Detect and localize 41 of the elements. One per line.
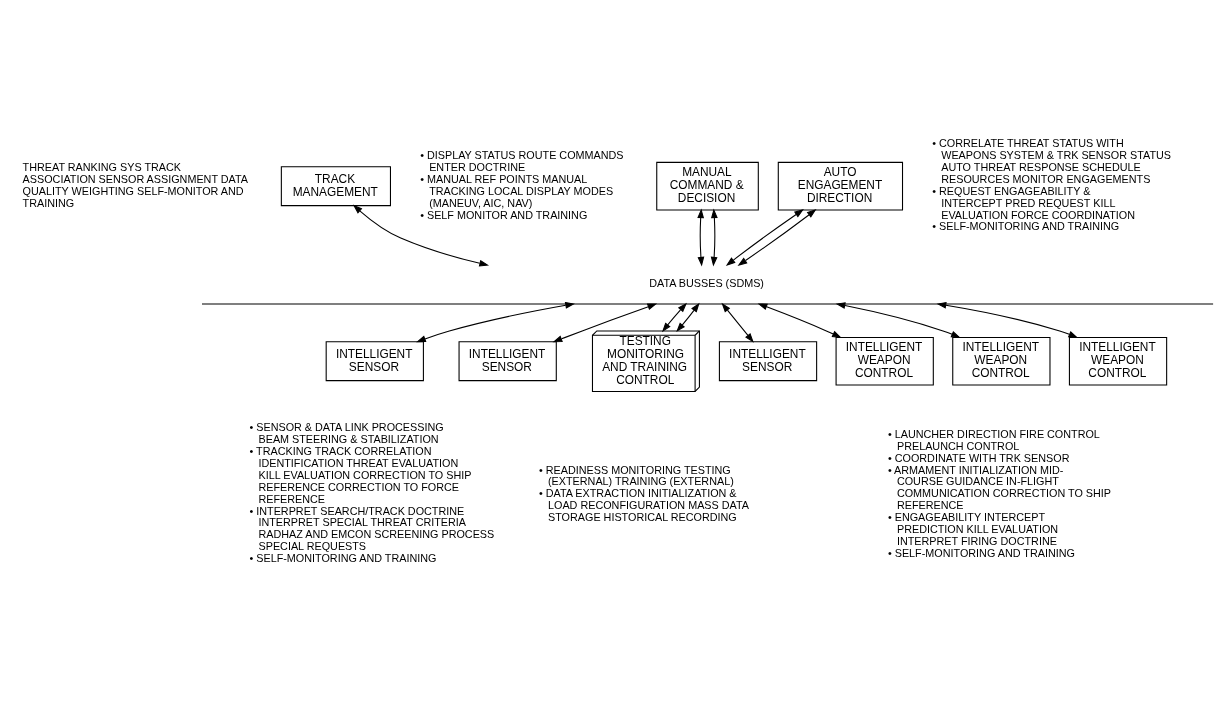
arrow bbox=[676, 302, 700, 333]
arrow bbox=[352, 204, 490, 267]
node-box: INTELLIGENT SENSOR bbox=[325, 341, 424, 382]
label: THREAT RANKING SYS TRACK ASSOCIATION SENSOR ASSIGNMENT DATA QUALITY WEIGHTING SELF-MONITOR AND TRAINING bbox=[22, 161, 248, 209]
arrow bbox=[737, 209, 817, 266]
label: • CORRELATE THREAT STATUS WITH WEAPONS SYSTEM & TRK SENSOR STATUS AUTO THREAT RESPONSE SCHEDULE RESOURCES MONITOR ENGAGEMENTS bbox=[932, 137, 1172, 185]
label: • DATA EXTRACTION INITIALIZATION & LOAD RECONFIGURATION MASS DATA STORAGE HISTORICAL RECORDING bbox=[539, 487, 749, 524]
node-box: INTELLIGENT WEAPON CONTROL bbox=[952, 336, 1051, 386]
label: • TRACKING TRACK CORRELATION IDENTIFICATION THREAT EVALUATION KILL EVALUATION CORRECTION TO SHIP REFERENCE CORRECTION TO FORCE REFERENCE bbox=[249, 445, 472, 505]
node-box: MANUAL COMMAND & DECISION bbox=[656, 161, 759, 211]
node-box: INTELLIGENT SENSOR bbox=[458, 341, 557, 382]
arrow bbox=[661, 302, 687, 333]
arrow bbox=[835, 302, 961, 338]
label: • SELF-MONITORING AND TRAINING bbox=[249, 552, 437, 565]
label: • DISPLAY STATUS ROUTE COMMANDS ENTER DOCTRINE bbox=[420, 149, 624, 174]
label: • SENSOR & DATA LINK PROCESSING BEAM STEERING & STABILIZATION bbox=[249, 421, 444, 446]
arrow bbox=[757, 303, 842, 339]
arrow bbox=[710, 208, 718, 267]
label: • SELF MONITOR AND TRAINING bbox=[420, 208, 588, 221]
node-box: AUTO ENGAGEMENT DIRECTION bbox=[777, 161, 904, 211]
node-text: DATA BUSSES (SDMS) bbox=[649, 277, 764, 290]
arrow bbox=[697, 208, 705, 267]
label: • LAUNCHER DIRECTION FIRE CONTROL PRELAUNCH CONTROL bbox=[887, 427, 1100, 452]
node-box: TRACK MANAGEMENT bbox=[280, 166, 391, 207]
node-box: INTELLIGENT WEAPON CONTROL bbox=[1068, 336, 1168, 386]
label: • INTERPRET SEARCH/TRACK DOCTRINE INTERPRET SPECIAL THREAT CRITERIA RADHAZ AND EMCON SCREENING PROCESS SPECIAL REQUESTS bbox=[249, 504, 495, 553]
arrow bbox=[725, 209, 804, 266]
node-box: INTELLIGENT SENSOR bbox=[718, 341, 818, 382]
label: • SELF-MONITORING AND TRAINING bbox=[887, 546, 1075, 559]
node-box: INTELLIGENT WEAPON CONTROL bbox=[835, 336, 934, 386]
label: • ARMAMENT INITIALIZATION MID-COURSE GUIDANCE IN-FLIGHT COMMUNICATION CORRECTION TO SHIP REFERENCE bbox=[887, 463, 1112, 512]
arrow bbox=[552, 303, 658, 343]
label: • MANUAL REF POINTS MANUAL TRACKING LOCAL DISPLAY MODES (MANEUV, AIC, NAV) bbox=[420, 172, 614, 209]
label: • SELF-MONITORING AND TRAINING bbox=[932, 220, 1120, 233]
label: • ENGAGEABILITY INTERCEPT PREDICTION KILL EVALUATION INTERPRET FIRING DOCTRINE bbox=[887, 511, 1059, 547]
arrow bbox=[936, 301, 1079, 338]
arrow bbox=[416, 301, 575, 343]
arrow bbox=[721, 302, 754, 343]
label: • READINESS MONITORING TESTING (EXTERNAL) TRAINING (EXTERNAL) bbox=[539, 463, 734, 488]
label: • COORDINATE WITH TRK SENSOR bbox=[887, 451, 1070, 464]
label: • REQUEST ENGAGEABILITY & INTERCEPT PRED REQUEST KILL EVALUATION FORCE COORDINATION bbox=[932, 184, 1135, 221]
